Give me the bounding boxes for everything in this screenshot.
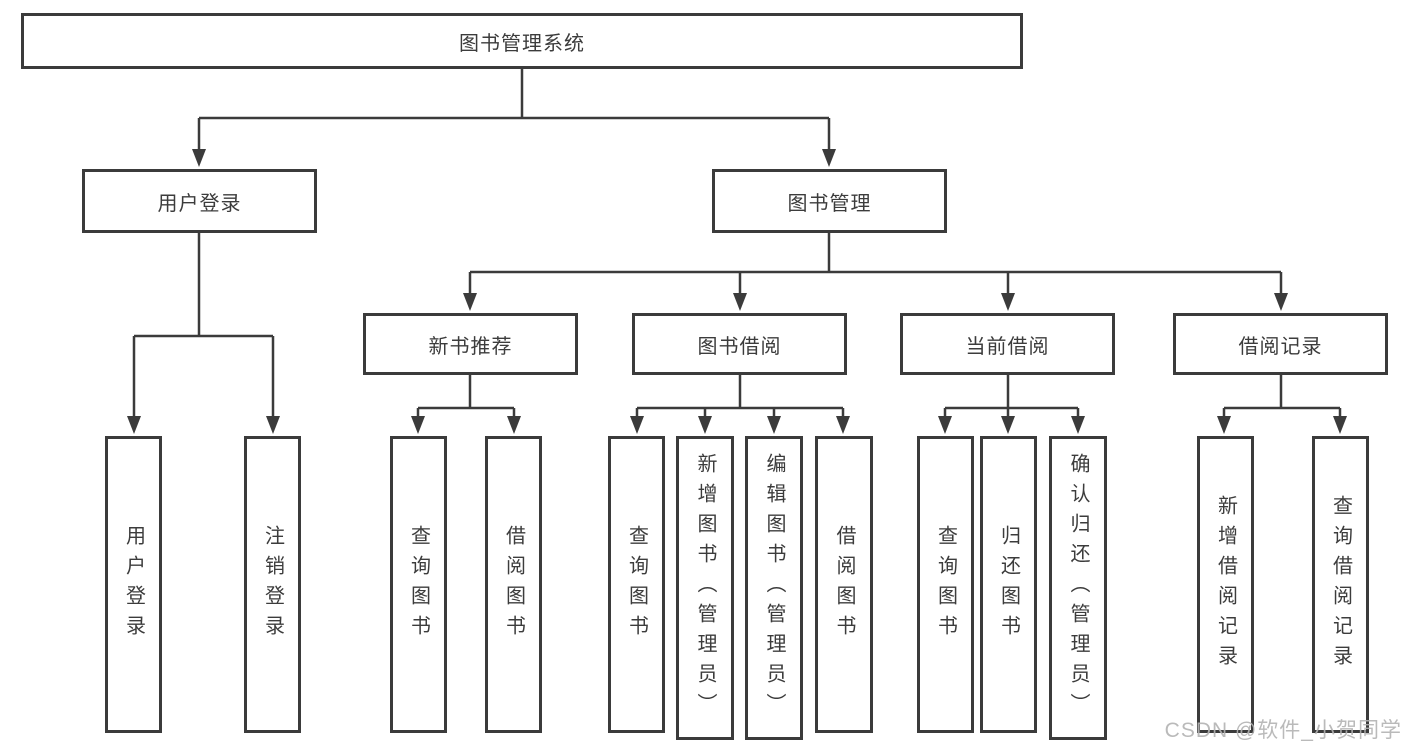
node-label: 确认归还（管理员） — [1067, 453, 1089, 723]
leaf-add-borrow-record: 新增借阅记录 — [1197, 436, 1254, 733]
leaf-query-books-recommend: 查询图书 — [390, 436, 447, 733]
node-label: 图书借阅 — [697, 335, 782, 358]
node-label: 当前借阅 — [965, 335, 1050, 358]
node-label: 借阅记录 — [1238, 335, 1323, 358]
leaf-borrow-books: 借阅图书 — [815, 436, 873, 733]
leaf-query-books-current: 查询图书 — [917, 436, 974, 733]
node-label: 图书管理系统 — [459, 32, 585, 55]
node-label: 查询图书 — [934, 524, 957, 645]
node-label: 归还图书 — [997, 524, 1020, 645]
leaf-borrow-books-recommend: 借阅图书 — [485, 436, 542, 733]
node-label: 用户登录 — [157, 192, 242, 215]
leaf-query-books-borrow: 查询图书 — [608, 436, 665, 733]
node-current-borrow: 当前借阅 — [900, 313, 1115, 375]
node-label: 新书推荐 — [428, 335, 513, 358]
node-user-login: 用户登录 — [82, 169, 317, 233]
arrowheads — [127, 149, 1347, 434]
node-label: 借阅图书 — [502, 524, 525, 645]
node-book-management: 图书管理 — [712, 169, 947, 233]
leaf-return-books: 归还图书 — [980, 436, 1037, 733]
node-label: 新增借阅记录 — [1214, 494, 1237, 675]
node-label: 注销登录 — [261, 524, 284, 645]
leaf-edit-books-admin: 编辑图书（管理员） — [745, 436, 803, 740]
node-borrow-records: 借阅记录 — [1173, 313, 1388, 375]
node-label: 借阅图书 — [833, 524, 855, 645]
node-root-library-system: 图书管理系统 — [21, 13, 1023, 69]
node-label: 编辑图书（管理员） — [763, 453, 785, 723]
node-new-book-recommend: 新书推荐 — [363, 313, 578, 375]
node-book-borrow: 图书借阅 — [632, 313, 847, 375]
node-label: 查询图书 — [407, 524, 430, 645]
node-label: 新增图书（管理员） — [694, 453, 716, 723]
leaf-add-books-admin: 新增图书（管理员） — [676, 436, 734, 740]
leaf-confirm-return-admin: 确认归还（管理员） — [1049, 436, 1107, 740]
node-label: 图书管理 — [787, 192, 872, 215]
leaf-query-borrow-record: 查询借阅记录 — [1312, 436, 1369, 733]
csdn-watermark: CSDN @软件_小贺同学 — [1164, 719, 1402, 742]
leaf-logout: 注销登录 — [244, 436, 301, 733]
node-label: 用户登录 — [122, 524, 145, 645]
node-label: 查询图书 — [625, 524, 648, 645]
node-label: 查询借阅记录 — [1329, 494, 1352, 675]
leaf-user-login: 用户登录 — [105, 436, 162, 733]
